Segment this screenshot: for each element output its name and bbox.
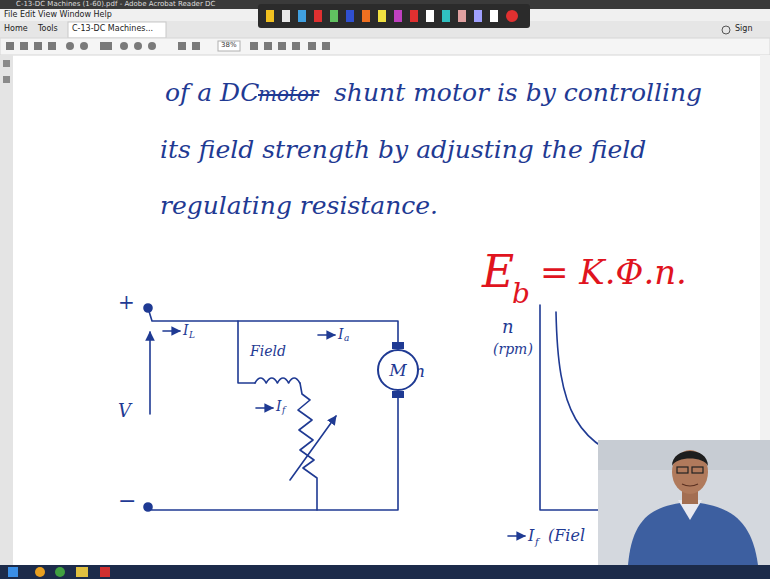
field-coil — [255, 378, 300, 383]
current-subscript: L — [189, 331, 195, 340]
document-tab — [68, 22, 166, 38]
axis-arrow — [508, 535, 525, 537]
help-icon — [722, 26, 730, 34]
terminal-sign: + — [118, 292, 135, 312]
window-title: C-13-DC Machines (1-60).pdf - Adobe Acro… — [16, 1, 215, 8]
voltage-arrow — [149, 332, 151, 414]
toolbar-icons — [6, 41, 330, 51]
note-text: regulating resistance. — [160, 193, 438, 218]
current-arrow — [256, 407, 273, 409]
taskbar-icons — [8, 567, 110, 577]
taskbar — [0, 565, 770, 579]
axis-label: (Fiel — [548, 528, 585, 544]
webcam-feed — [598, 440, 770, 565]
voltage-label: V — [118, 402, 131, 420]
current-label: I — [183, 323, 189, 337]
pen-toolbar — [258, 4, 530, 28]
motor-armature: M — [377, 349, 419, 391]
supply-wire — [148, 308, 398, 344]
field-label: Field — [250, 344, 286, 358]
equation-subscript: b — [512, 280, 530, 308]
variable-arrow — [290, 416, 336, 480]
side-panel — [0, 55, 13, 565]
terminal-sign: − — [118, 490, 136, 512]
menu-bar — [0, 9, 770, 21]
tab-home: Home — [4, 25, 28, 33]
struck-word: motor — [258, 84, 319, 104]
menu-items: File Edit View Window Help — [4, 11, 112, 19]
return-wire — [148, 396, 398, 510]
current-label: I — [276, 399, 282, 413]
tab-tools: Tools — [38, 25, 58, 33]
pen-tools — [266, 10, 518, 22]
current-label: I — [338, 327, 344, 341]
note-text: its field strength by adjusting the fiel… — [160, 137, 646, 162]
note-text: of a DC — [165, 80, 259, 105]
axis-subscript: f — [535, 537, 539, 547]
axis-unit: (rpm) — [493, 342, 533, 356]
sign-button: Sign — [735, 25, 752, 33]
brush — [392, 342, 404, 349]
brush — [392, 391, 404, 398]
panel-icon — [3, 60, 10, 67]
toolbar — [0, 38, 770, 55]
zoom-level: 38% — [221, 42, 237, 49]
current-arrow — [163, 330, 180, 332]
equation-text: = K.Φ.n. — [540, 255, 687, 289]
equation-symbol: E — [482, 250, 514, 294]
current-subscript: f — [282, 406, 285, 415]
axis-label: I — [528, 528, 534, 544]
motor-letter: M — [389, 362, 406, 379]
panel-icon — [3, 76, 10, 83]
current-subscript: a — [344, 334, 349, 343]
document-tab-title: C-13-DC Machines... — [72, 25, 153, 33]
axis-label: n — [502, 318, 514, 336]
current-arrow — [318, 334, 335, 336]
note-text: shunt motor is by controlling — [334, 80, 702, 105]
